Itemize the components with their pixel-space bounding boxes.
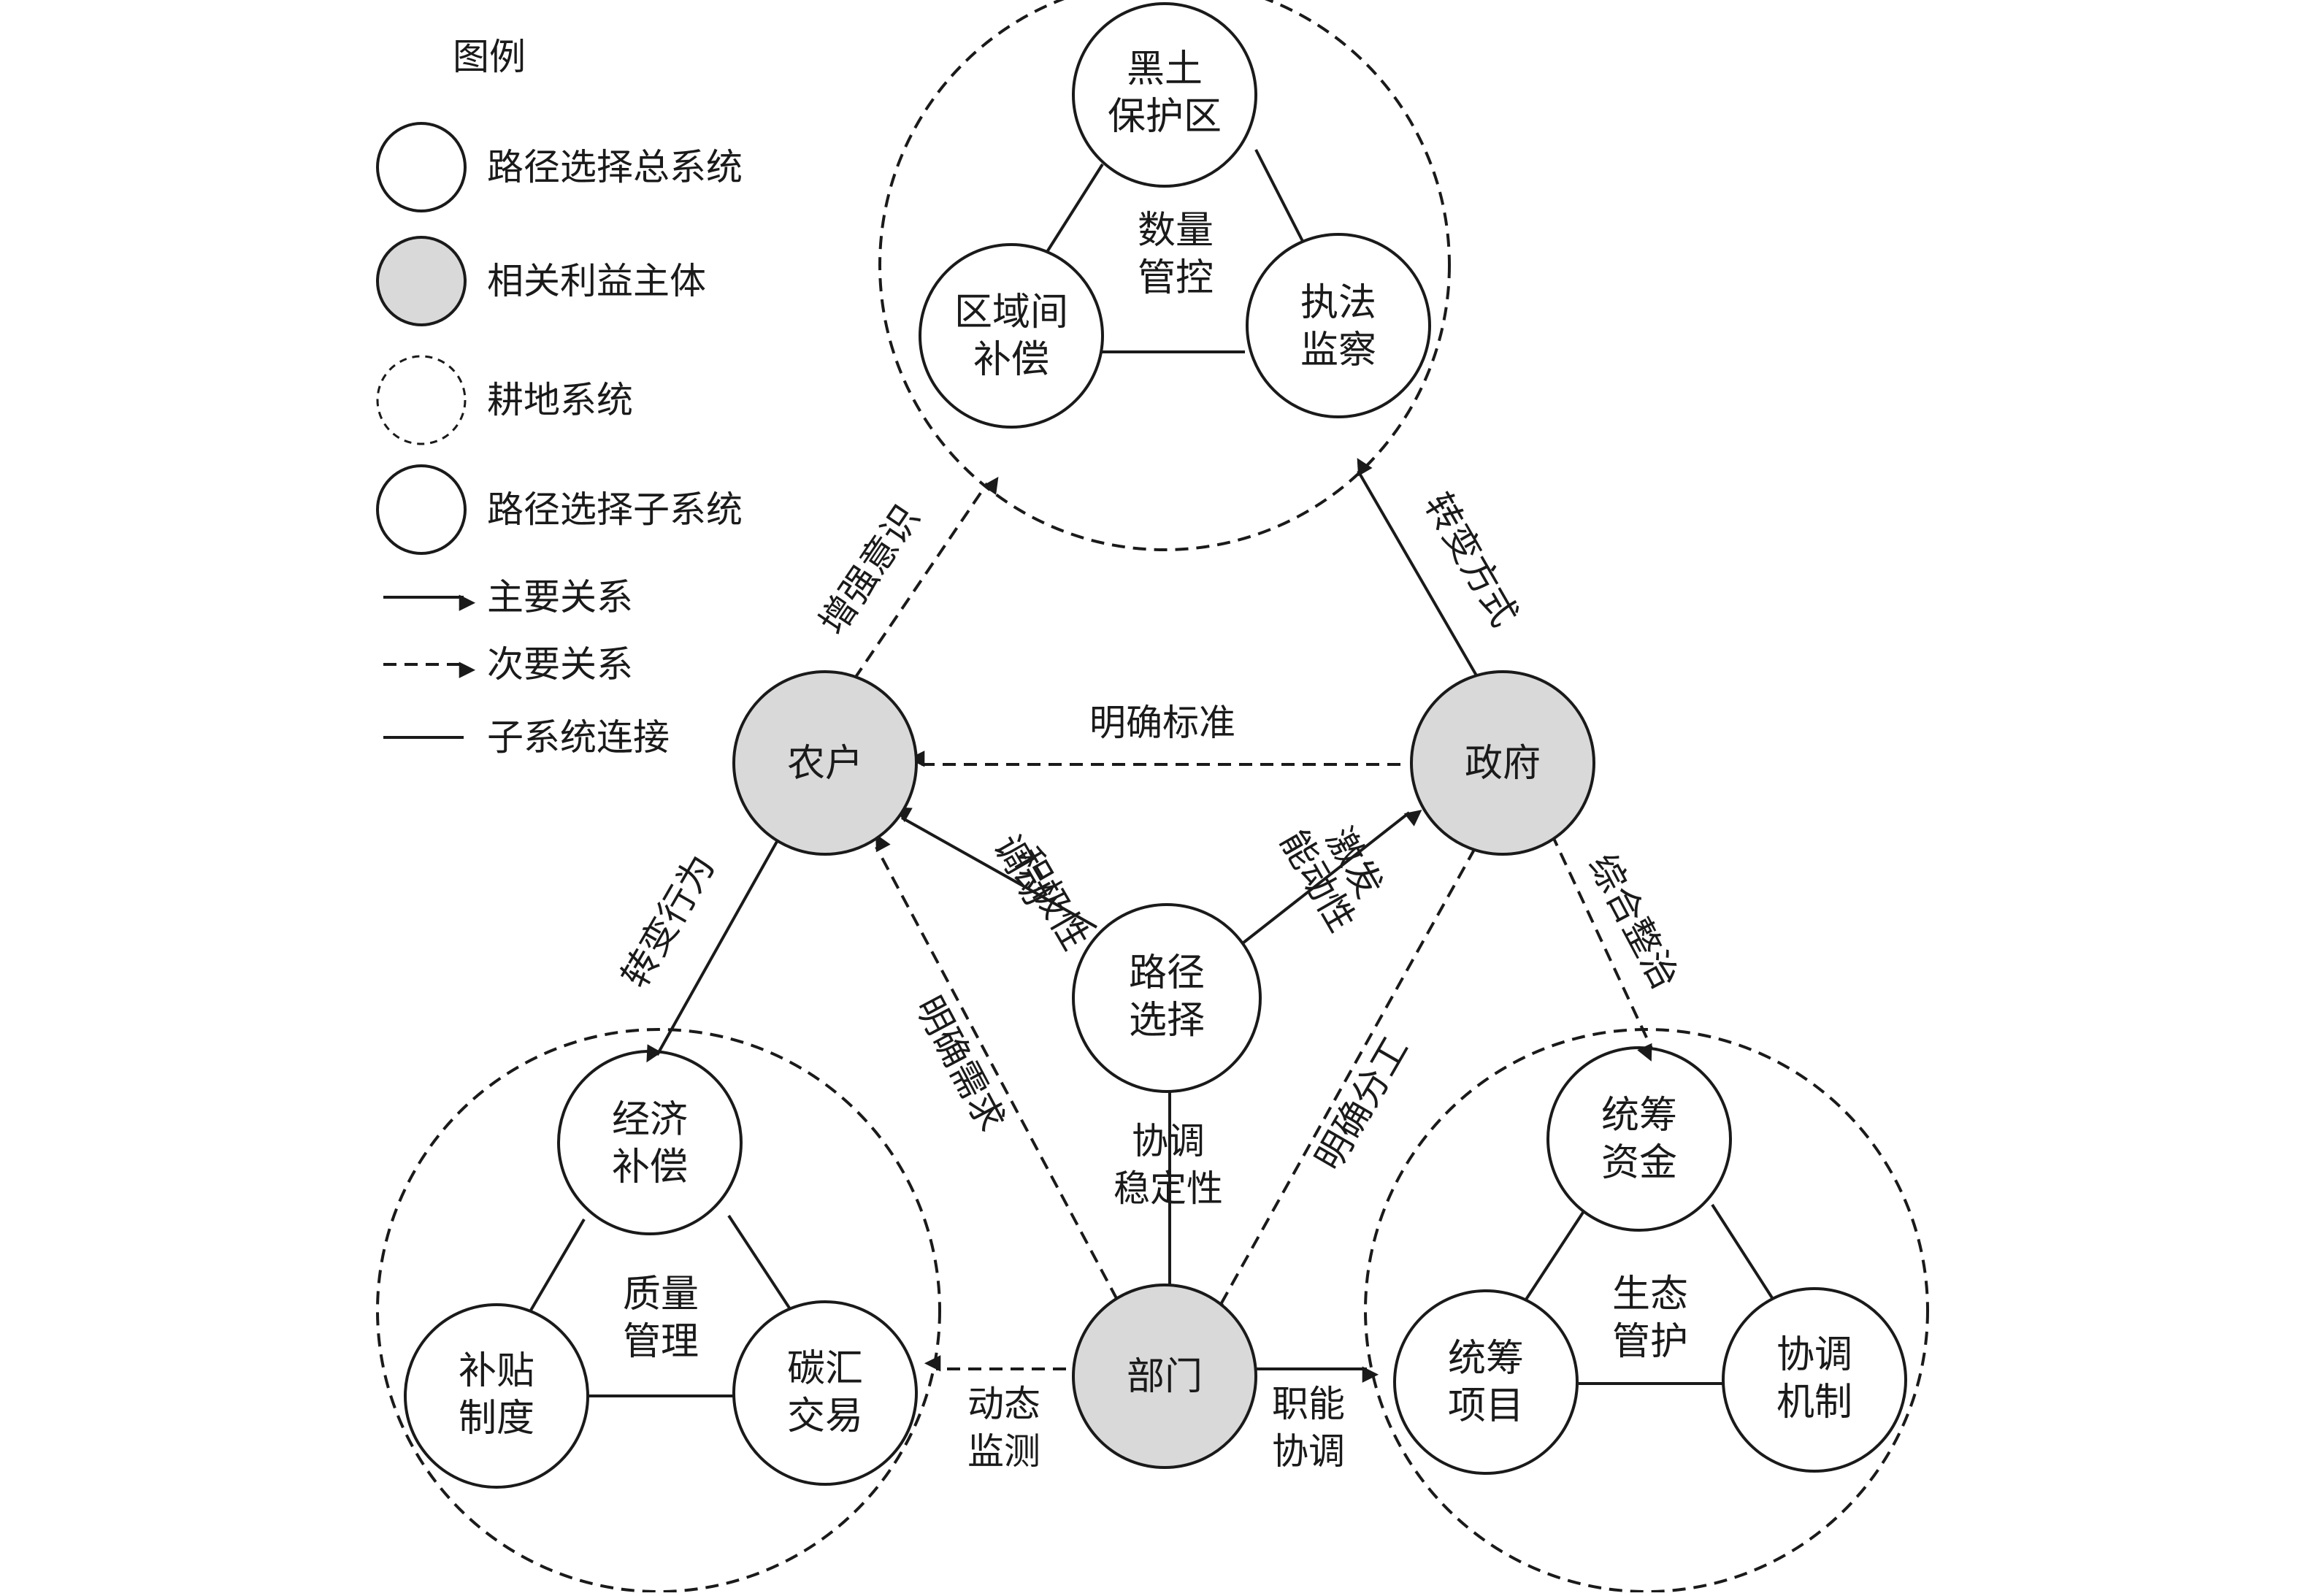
arrow-gov-to-ecology [1550,833,1653,1062]
label-dept-to-farmer: 明确需求 [907,989,1013,1138]
ecological-protection-system: 统筹 资金 统筹 项目 协调 机制 生态 管护 [1364,1028,1929,1593]
label-gov-to-farmer: 明确标准 [1089,702,1235,744]
legend-subsystem-link-label: 子系统连接 [487,716,670,759]
label-gov-to-dept: 明确分工 [1307,1029,1417,1177]
farmer-label: 农户 [787,742,863,786]
law-enforcement-line2: 监察 [1300,329,1376,372]
quantity-link-top-right [1254,149,1308,250]
coordinated-funds-line2: 资金 [1601,1141,1677,1185]
farmer-node [732,670,918,856]
government-label: 政府 [1465,742,1541,786]
arrow-gov-to-dept [1208,848,1476,1315]
coordination-mechanism-line1: 协调 [1776,1333,1852,1377]
arrow-gov-to-quantity [1357,458,1481,682]
quality-link-top-right [727,1214,797,1319]
subsidy-system-line2: 制度 [459,1397,534,1440]
government-node [1410,670,1595,856]
department-node [1072,1284,1257,1469]
legend-secondary-relation-label: 次要关系 [487,643,633,686]
legend-farmland-system-symbol [376,355,467,445]
label-dept-to-ecology-line2: 协调 [1272,1430,1345,1473]
black-soil-reserve-line2: 保护区 [1108,95,1222,139]
quality-system-boundary [376,1028,941,1593]
quantity-control-line2: 管控 [1138,256,1214,300]
ecology-link-top-left [1517,1203,1590,1312]
law-enforcement-line1: 执法 [1300,281,1376,325]
quantity-system-boundary [878,0,1451,551]
legend-stakeholder-symbol [376,236,467,326]
ecology-system-boundary [1364,1028,1929,1593]
arrow-dept-to-farmer [875,834,1119,1300]
arrow-center-to-gov [1238,810,1422,947]
quality-management-system: 经济 补偿 补贴 制度 碳汇 交易 质量 管理 [376,1028,941,1593]
coordinated-funds-node [1546,1046,1732,1232]
arrow-farmer-to-quantity [853,477,999,680]
black-soil-reserve-node [1072,2,1257,188]
path-selection-line1: 路径 [1129,951,1205,995]
coordination-mechanism-line2: 机制 [1776,1381,1852,1424]
legend-stakeholder-label: 相关利益主体 [487,260,706,302]
legend-total-system-label: 路径选择总系统 [487,146,743,188]
subsidy-system-node [404,1303,589,1489]
label-dept-to-quality-line2: 监测 [967,1430,1040,1473]
carbon-sink-trading-line1: 碳汇 [787,1347,863,1391]
arrow-farmer-to-quality [646,833,783,1063]
economic-compensation-node [557,1050,743,1235]
inter-regional-compensation-line1: 区域间 [954,291,1068,334]
quality-link-top-left [523,1218,586,1323]
ecology-link-top-right [1711,1203,1779,1308]
subsidy-system-line1: 补贴 [459,1349,534,1393]
carbon-sink-trading-line2: 交易 [787,1394,863,1438]
label-gov-to-ecology: 综合整治 [1580,847,1686,996]
label-dept-to-ecology-line1: 职能 [1272,1383,1345,1425]
ecological-protection-line1: 生态 [1612,1273,1688,1316]
quantity-control-system: 黑土 保护区 区域间 补偿 执法 监察 数量 管控 [878,0,1451,551]
quantity-control-line1: 数量 [1138,209,1214,253]
path-selection-node [1072,903,1262,1093]
path-selection-line2: 选择 [1129,999,1205,1043]
carbon-sink-trading-node [732,1300,918,1486]
coordinated-projects-line1: 统筹 [1448,1337,1524,1381]
ecological-protection-line2: 管护 [1612,1320,1688,1364]
legend: 图例 路径选择总系统 相关利益主体 耕地系统 路径选择子系统 主要关系 次要关系… [376,36,743,759]
legend-sub-system-label: 路径选择子系统 [487,488,743,531]
quality-management-line1: 质量 [623,1273,699,1316]
stakeholders: 农户 政府 部门 [732,670,1595,1469]
coordinated-funds-line1: 统筹 [1601,1094,1677,1137]
path-selection-center: 路径 选择 [1072,903,1262,1093]
label-dept-to-quality-line1: 动态 [967,1383,1040,1425]
black-soil-reserve-line1: 黑土 [1127,47,1203,91]
economic-compensation-line1: 经济 [612,1098,688,1142]
label-gov-to-quantity: 转变方式 [1417,486,1526,633]
coordinated-projects-line2: 项目 [1448,1384,1524,1428]
department-label: 部门 [1127,1355,1203,1399]
coordination-mechanism-node [1722,1287,1907,1473]
inter-regional-compensation-line2: 补偿 [973,338,1049,382]
legend-total-system-symbol [376,122,467,212]
law-enforcement-node [1246,233,1431,418]
coordinated-projects-node [1393,1289,1579,1475]
label-farmer-to-quality: 转变行为 [613,847,723,994]
legend-farmland-system-label: 耕地系统 [487,379,633,421]
label-center-to-dept-line2: 稳定性 [1113,1167,1223,1210]
relations [646,458,1653,1383]
legend-main-relation-label: 主要关系 [487,576,633,618]
legend-sub-system-symbol [376,464,467,555]
quality-management-line2: 管理 [623,1320,699,1364]
legend-title: 图例 [453,36,526,78]
inter-regional-compensation-node [919,243,1104,429]
arrow-center-to-farmer [894,807,1097,929]
label-center-to-dept-line1: 协调 [1132,1120,1205,1162]
label-farmer-to-quantity: 增强意识 [811,497,928,642]
economic-compensation-line2: 补偿 [612,1146,688,1189]
